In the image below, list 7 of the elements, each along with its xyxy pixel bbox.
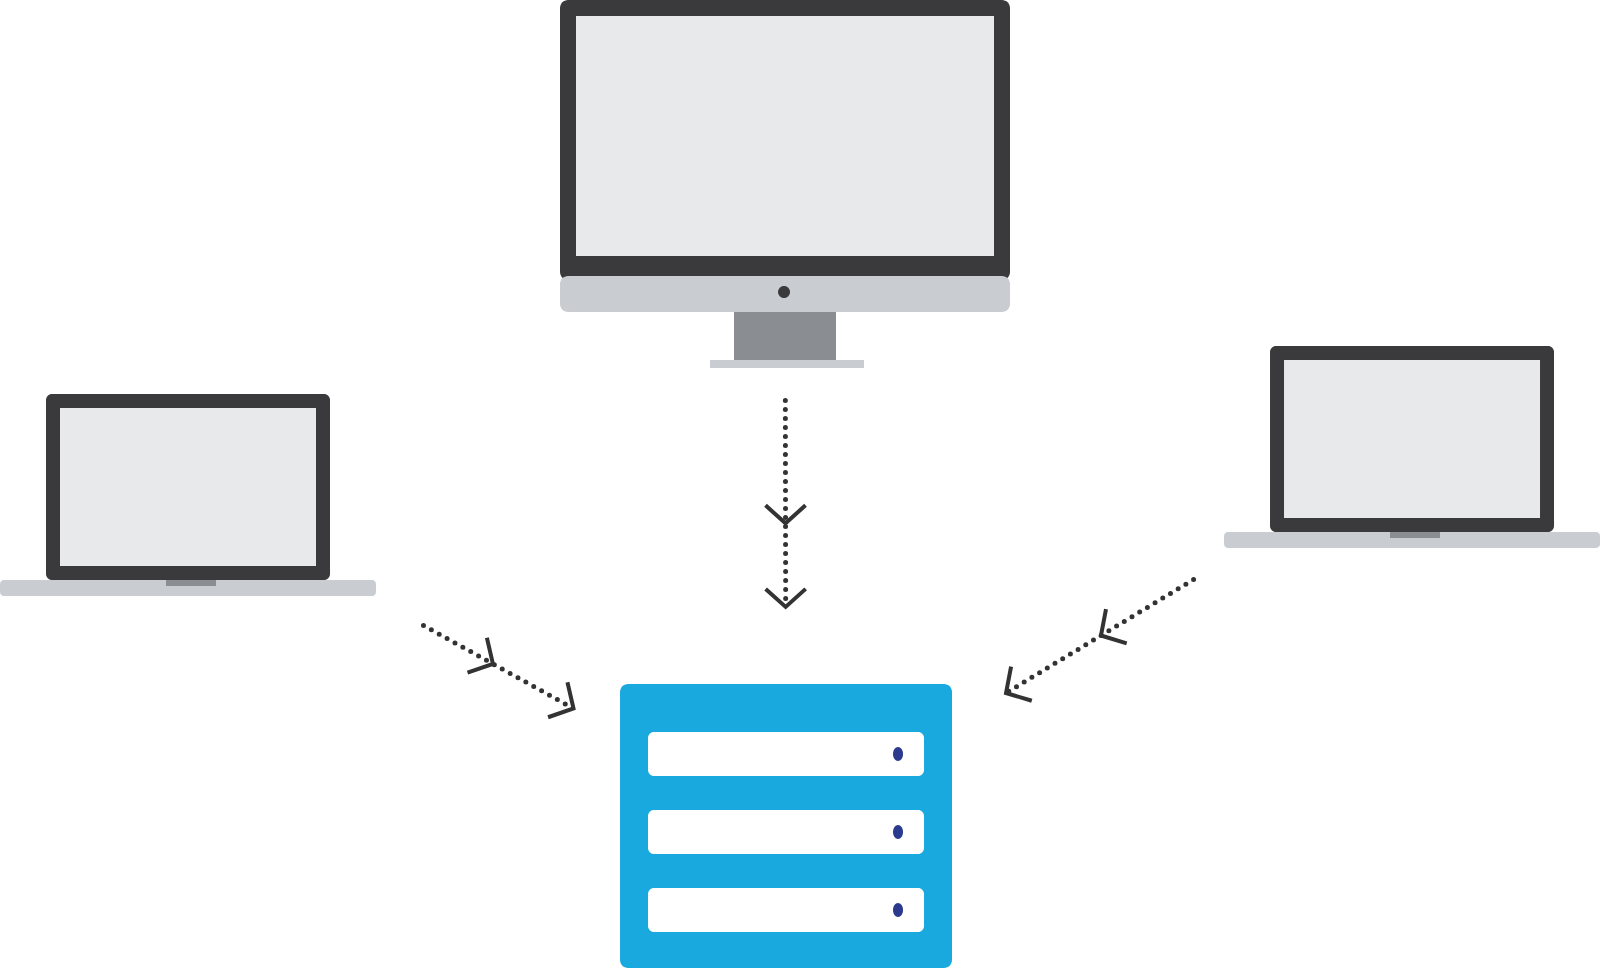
server-drawing (620, 684, 952, 968)
dotted-arrow (1003, 577, 1197, 703)
monitor-drawing (560, 0, 1010, 368)
laptop-drawing (0, 394, 376, 596)
laptop-drawing (1224, 346, 1600, 548)
dotted-arrow (764, 397, 807, 610)
dotted-arrow (421, 622, 576, 720)
